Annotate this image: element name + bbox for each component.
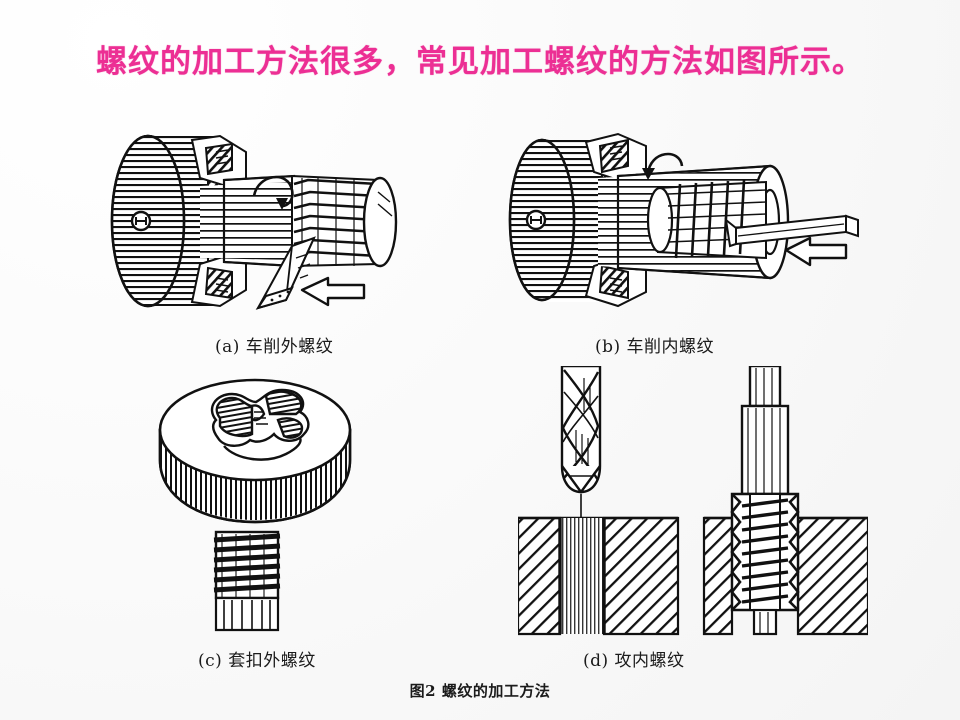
tap-threaded-section bbox=[730, 492, 800, 636]
die-cutting-hole bbox=[210, 388, 310, 447]
cutting-tool bbox=[255, 236, 316, 310]
figure-c-die-and-threaded-rod bbox=[150, 368, 400, 638]
tap-tool bbox=[740, 366, 790, 496]
chuck-key-socket bbox=[130, 210, 152, 232]
feed-arrow-left-icon bbox=[784, 236, 848, 267]
chuck-jaw-top bbox=[190, 134, 247, 188]
threaded-rod bbox=[213, 530, 281, 632]
boring-bar-tool bbox=[724, 214, 859, 248]
internal-thread-bore bbox=[646, 179, 767, 260]
figure-b-lathe-internal-thread bbox=[498, 116, 870, 323]
figure-d-caption: (d) 攻内螺纹 bbox=[583, 651, 685, 671]
threading-die bbox=[158, 378, 352, 524]
workpiece-material-right bbox=[702, 516, 868, 636]
figure-b-caption: (b) 车削内螺纹 bbox=[595, 337, 715, 357]
feed-arrow-left-icon bbox=[300, 276, 366, 307]
figure-c-caption: (c) 套扣外螺纹 bbox=[198, 651, 316, 671]
rotation-arrow bbox=[642, 152, 684, 180]
figure-d-drill-and-tap bbox=[518, 366, 868, 638]
workpiece-material-left bbox=[518, 516, 680, 636]
chuck-key-socket bbox=[525, 209, 547, 231]
chuck-drum bbox=[508, 138, 604, 302]
figure-number-caption: 图2 螺纹的加工方法 bbox=[409, 682, 551, 700]
page-title: 螺纹的加工方法很多，常见加工螺纹的方法如图所示。 bbox=[96, 44, 864, 80]
chuck-jaw-top bbox=[584, 132, 647, 184]
chuck-jaw-bottom bbox=[190, 254, 247, 308]
drilled-hole bbox=[558, 518, 606, 634]
figure-a-caption: (a) 车削外螺纹 bbox=[215, 337, 334, 357]
twist-drill-bit bbox=[560, 366, 602, 495]
figure-a-lathe-external-thread bbox=[96, 118, 426, 323]
external-thread-section bbox=[291, 174, 398, 268]
rotation-arrow bbox=[252, 175, 294, 210]
